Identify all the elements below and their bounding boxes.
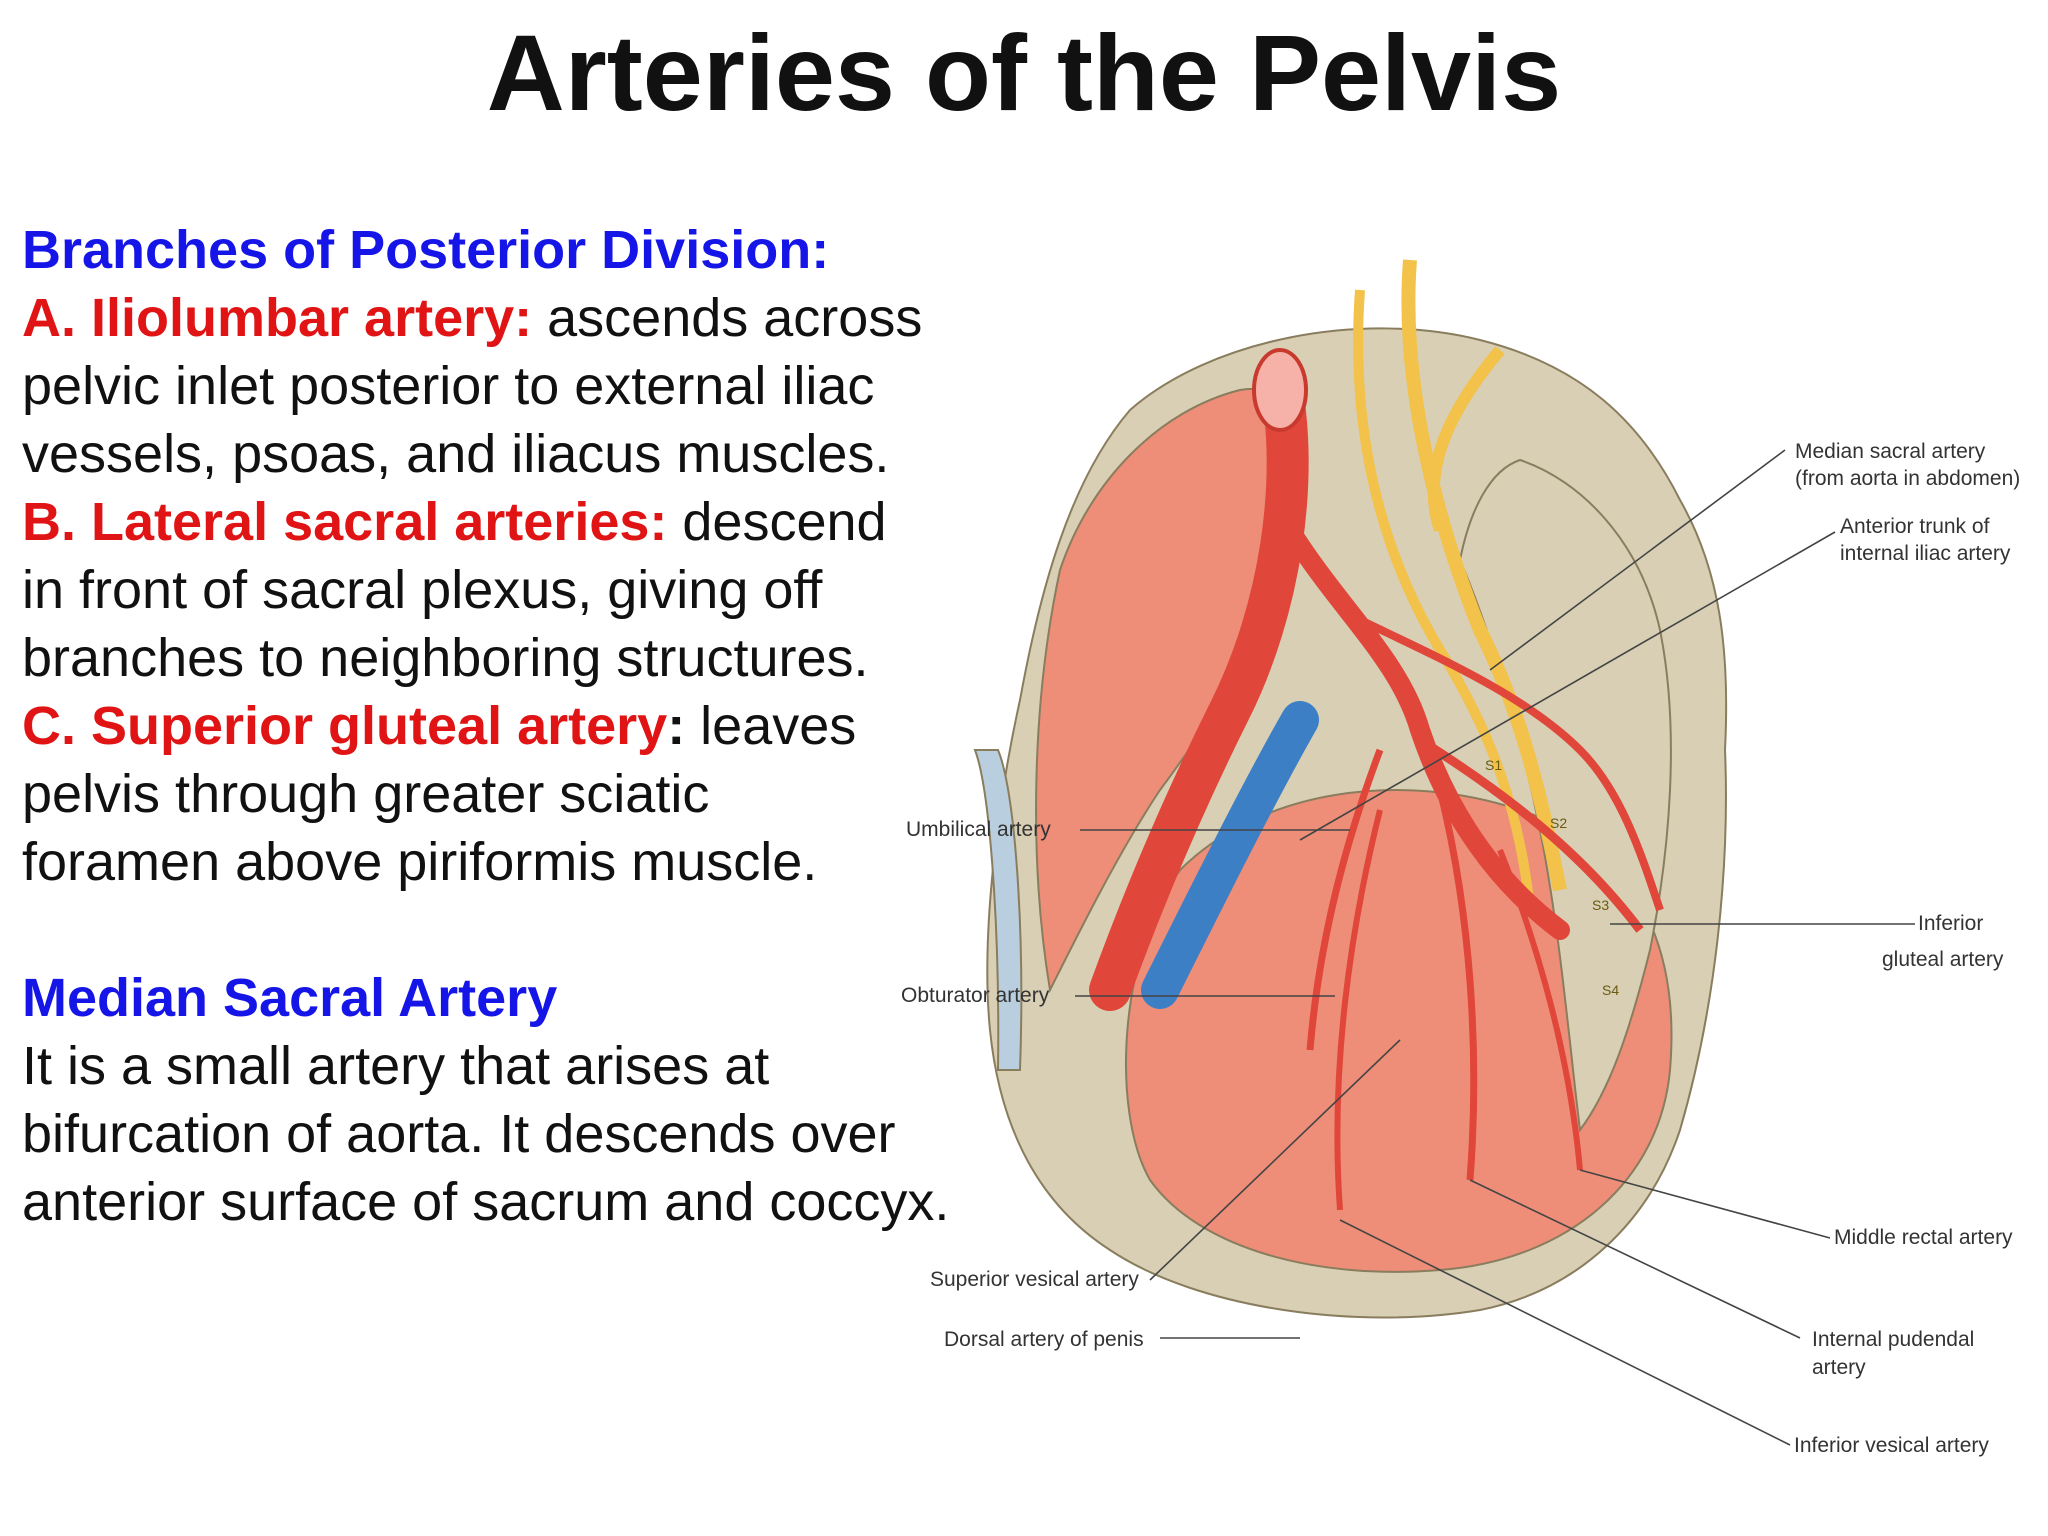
iliolumbar-line-1: A. Iliolumbar artery: ascends across [22, 284, 1112, 352]
leader-superior-vesical [1149, 1039, 1401, 1281]
superior-gluteal-text-3: foramen above piriformis muscle. [22, 832, 818, 892]
posterior-division-text: Branches of Posterior Division: A. Iliol… [22, 216, 1112, 896]
superior-gluteal-text-1: leaves [685, 696, 857, 756]
umbilical-artery-branch [1306, 748, 1384, 1051]
label-obturator-artery: Obturator artery [901, 984, 1050, 1007]
external-iliac-vein [1141, 701, 1319, 1009]
iliolumbar-text-3: vessels, psoas, and iliacus muscles. [22, 424, 890, 484]
nerve-branch [1427, 346, 1505, 532]
median-sacral-text-3: anterior surface of sacrum and coccyx. [22, 1172, 950, 1232]
rectal-branch [1497, 848, 1583, 1171]
label-internal-pudendal: Internal pudendal [1812, 1328, 1974, 1351]
median-sacral-text-2: bifurcation of aorta. It descends over [22, 1104, 896, 1164]
median-sacral-text: Median Sacral Artery It is a small arter… [22, 964, 1112, 1236]
leader-internal-pudendal [1469, 1179, 1801, 1339]
label-inferior-vesical-artery: Inferior vesical artery [1794, 1434, 1989, 1457]
label-anterior-trunk-2: internal iliac artery [1840, 542, 2011, 565]
leader-median-sacral [1489, 449, 1786, 671]
label-superior-vesical-artery: Superior vesical artery [930, 1268, 1139, 1291]
iliolumbar-text-2: pelvic inlet posterior to external iliac [22, 356, 875, 416]
common-iliac-lumen [1252, 348, 1308, 432]
label-dorsal-artery-penis: Dorsal artery of penis [944, 1328, 1144, 1351]
vesical-branch [1334, 809, 1383, 1211]
common-iliac-artery [1089, 359, 1309, 1011]
posterior-division-heading: Branches of Posterior Division: [22, 220, 830, 280]
median-sacral-heading: Median Sacral Artery [22, 968, 558, 1028]
leader-middle-rectal [1579, 1169, 1831, 1239]
label-middle-rectal-artery: Middle rectal artery [1834, 1226, 2013, 1249]
ligament [973, 749, 1023, 1071]
lateral-sacral-text-1: descend [667, 492, 887, 552]
label-anterior-trunk: Anterior trunk of [1840, 515, 1990, 538]
slide-title: Arteries of the Pelvis [486, 12, 1562, 133]
superior-gluteal-colon: : [667, 696, 686, 756]
pelvis-artery-illustration: S1 S2 S3 S4 [973, 259, 1915, 1446]
label-median-sacral-artery: Median sacral artery [1795, 440, 1986, 463]
superior-gluteal-line-1: C. Superior gluteal artery: leaves [22, 692, 1112, 760]
lateral-sacral-text-3: branches to neighboring structures. [22, 628, 869, 688]
leader-inferior-vesical [1339, 1219, 1791, 1446]
label-s4: S4 [1602, 982, 1619, 998]
label-internal-pudendal-2: artery [1812, 1356, 1866, 1379]
iliolumbar-text-1: ascends across [532, 288, 923, 348]
posterior-branch-artery [1338, 606, 1664, 912]
sacral-plexus [1353, 289, 1535, 911]
leader-anterior-trunk [1299, 531, 1836, 841]
label-median-sacral-artery-note: (from aorta in abdomen) [1795, 467, 2020, 490]
lateral-sacral-label: B. Lateral sacral arteries: [22, 492, 668, 552]
label-s2: S2 [1550, 815, 1567, 831]
iliolumbar-label: A. Iliolumbar artery: [22, 288, 533, 348]
label-s3: S3 [1592, 897, 1609, 913]
label-s1: S1 [1485, 757, 1502, 773]
inferior-gluteal-branch [1417, 736, 1644, 933]
lumbosacral-nerve [1401, 259, 1567, 892]
internal-iliac-artery [1280, 520, 1570, 940]
label-umbilical-artery: Umbilical artery [906, 818, 1051, 841]
median-sacral-text-1: It is a small artery that arises at [22, 1036, 770, 1096]
lateral-sacral-line-1: B. Lateral sacral arteries: descend [22, 488, 1112, 556]
superior-gluteal-text-2: pelvis through greater sciatic [22, 764, 710, 824]
label-inferior-gluteal: Inferior [1918, 912, 1983, 935]
sacrum [1458, 458, 1672, 1133]
lateral-sacral-text-2: in front of sacral plexus, giving off [22, 560, 823, 620]
label-inferior-gluteal-2: gluteal artery [1882, 948, 2004, 971]
superior-gluteal-label: C. Superior gluteal artery [22, 696, 668, 756]
internal-pudendal-branch [1436, 789, 1478, 1181]
